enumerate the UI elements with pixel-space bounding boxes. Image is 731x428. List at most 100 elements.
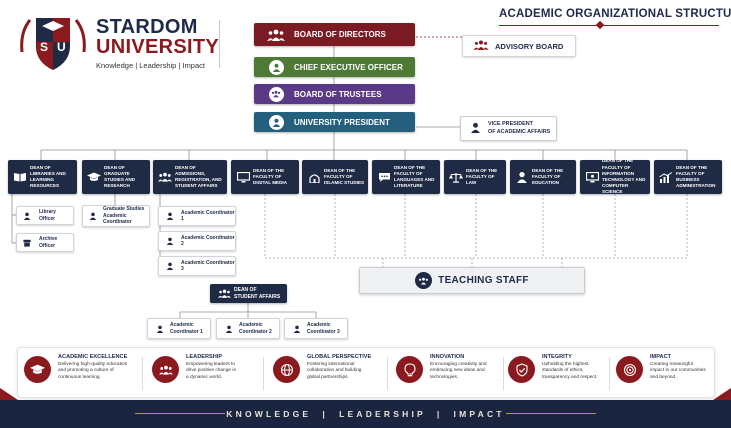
monitor-icon	[233, 171, 253, 183]
library-officer-box[interactable]: Library Officer	[16, 206, 74, 225]
value-desc-line: technologies.	[430, 374, 459, 380]
value-divider	[503, 357, 504, 390]
values-strip: ACADEMIC EXCELLENCE Delivering high-qual…	[17, 347, 715, 398]
coordinator-line1: Academic	[239, 322, 263, 328]
university-president-label: UNIVERSITY PRESIDENT	[294, 117, 390, 127]
shield-check-icon	[508, 356, 535, 383]
value-desc-line: continuous learning.	[58, 374, 101, 380]
dean-libraries-box[interactable]: DEAN OF LIBRARIES AND LEARNING RESOURCES	[8, 160, 77, 194]
advisory-board-label: ADVISORY BOARD	[495, 41, 564, 51]
value-divider	[142, 357, 143, 390]
globe-icon	[273, 356, 300, 383]
teaching-group-icon	[415, 272, 433, 289]
teaching-staff-label: TEACHING STAFF	[438, 275, 529, 286]
vp-label-line2: OF ACADEMIC AFFAIRS	[488, 128, 551, 135]
person-icon	[156, 320, 164, 338]
value-desc-line: transparency and respect.	[542, 374, 598, 380]
footer-banner: KNOWLEDGE | LEADERSHIP | IMPACT	[0, 400, 731, 428]
value-desc-line: Encouraging creativity and	[430, 362, 487, 367]
academic-coordinator-box[interactable]: Academic Coordinator 3	[158, 256, 236, 276]
dean-law-box[interactable]: DEAN OF THE FACULTY OF LAW	[444, 160, 506, 194]
value-title: LEADERSHIP	[186, 354, 223, 360]
coordinator-line2: Coordinator 1	[170, 328, 203, 335]
dean-business-box[interactable]: DEAN OF THE FACULTY OF BUSINESS ADMINIST…	[654, 160, 722, 194]
shield-letter-u: U	[57, 40, 66, 54]
academic-coordinator-box[interactable]: Academic Coordinator 1	[158, 206, 236, 226]
ceo-label: CHIEF EXECUTIVE OFFICER	[294, 62, 403, 72]
graduation-cap-icon	[84, 172, 104, 182]
value-desc-line: Creating meaningful	[650, 362, 693, 367]
coordinator-line2: Coordinator 3	[307, 328, 340, 335]
board-group-icon	[266, 27, 286, 43]
dean-label: DEAN OF THE FACULTY OF BUSINESS ADMINIST…	[676, 164, 716, 189]
page-title: ACADEMIC ORGANIZATIONAL STRUCTURE	[499, 8, 731, 20]
title-underline	[499, 25, 719, 26]
dean-student-affairs-line2: STUDENT AFFAIRS	[234, 293, 281, 300]
board-of-trustees-box[interactable]: BOARD OF TRUSTEES	[254, 84, 415, 104]
advisory-group-icon	[473, 37, 489, 55]
dean-education-box[interactable]: DEAN OF THE FACULTY OF EDUCATION	[510, 160, 576, 194]
board-of-trustees-label: BOARD OF TRUSTEES	[294, 89, 382, 99]
dean-label: DEAN OF THE FACULTY OF LANGUAGES AND LIT…	[394, 164, 435, 189]
dean-label: DEAN OF THE FACULTY OF EDUCATION	[532, 167, 564, 186]
dean-label: DEAN OF GRADUATE STUDIES AND RESEARCH	[104, 164, 135, 189]
chart-icon	[656, 171, 676, 183]
value-divider	[387, 357, 388, 390]
vp-person-icon	[470, 120, 481, 138]
value-desc-line: embracing new ideas and	[430, 368, 485, 374]
person-icon	[225, 320, 233, 338]
graduate-coordinator-line2: Academic Coordinator	[103, 212, 132, 226]
value-title: GLOBAL PERSPECTIVE	[307, 354, 372, 360]
coordinator-line1: Academic	[170, 322, 194, 328]
users-icon	[155, 172, 175, 182]
footer-rule-right	[506, 413, 596, 414]
value-desc-line: a dynamic world.	[186, 374, 222, 380]
dean-it-box[interactable]: DEAN OF THE FACULTY OF INFORMATION TECHN…	[580, 158, 650, 194]
academic-coordinator-label: Academic Coordinator 3	[181, 259, 235, 273]
archive-officer-box[interactable]: Archive Officer	[16, 233, 74, 252]
value-desc-line: global partnerships.	[307, 374, 349, 380]
mosque-icon	[304, 172, 324, 183]
value-item: GLOBAL PERSPECTIVE Fostering internation…	[273, 354, 383, 394]
dean-label: DEAN OF LIBRARIES AND LEARNING RESOURCES	[30, 164, 66, 189]
dean-graduate-box[interactable]: DEAN OF GRADUATE STUDIES AND RESEARCH	[82, 160, 150, 194]
value-desc-line: standards of ethics,	[542, 368, 584, 374]
dean-label: DEAN OF THE FACULTY OF LAW	[466, 167, 498, 186]
value-item: ACADEMIC EXCELLENCE Delivering high-qual…	[24, 354, 134, 394]
teaching-staff-box[interactable]: TEACHING STAFF	[359, 267, 585, 294]
dean-islamic-studies-box[interactable]: DEAN OF THE FACULTY OF ISLAMIC STUDIES	[302, 160, 368, 194]
vp-label-line1: VICE PRESIDENT	[488, 121, 533, 127]
board-of-directors-box[interactable]: BOARD OF DIRECTORS	[254, 23, 415, 46]
person-icon	[166, 257, 174, 275]
brand-tagline: Knowledge | Leadership | Impact	[96, 61, 205, 70]
academic-coordinator-box[interactable]: Academic Coordinator 2	[158, 231, 236, 251]
book-icon	[10, 172, 30, 182]
graduate-coordinator-line1: Graduate Studies	[103, 206, 145, 213]
value-divider	[263, 357, 264, 390]
brand-name: STARDOM	[96, 16, 198, 38]
value-title: ACADEMIC EXCELLENCE	[58, 354, 128, 360]
value-desc-line: drive positive change in	[186, 368, 237, 374]
footer-motto: KNOWLEDGE | LEADERSHIP | IMPACT	[226, 409, 505, 419]
value-desc-line: Empowering leaders to	[186, 362, 236, 367]
advisory-board-box[interactable]: ADVISORY BOARD	[462, 35, 576, 57]
value-divider	[609, 357, 610, 390]
dean-admissions-box[interactable]: DEAN OF ADMISSIONS, REGISTRATION, AND ST…	[153, 160, 227, 194]
ceo-box[interactable]: CHIEF EXECUTIVE OFFICER	[254, 57, 415, 77]
dean-languages-box[interactable]: DEAN OF THE FACULTY OF LANGUAGES AND LIT…	[372, 160, 440, 194]
dean-digital-media-box[interactable]: DEAN OF THE FACULTY OF DIGITAL MEDIA	[231, 160, 299, 194]
people-icon	[152, 356, 179, 383]
university-president-box[interactable]: UNIVERSITY PRESIDENT	[254, 112, 415, 132]
value-desc-line: Fostering international	[307, 362, 355, 367]
target-icon	[616, 356, 643, 383]
value-desc-line: and promoting a culture of	[58, 368, 114, 374]
